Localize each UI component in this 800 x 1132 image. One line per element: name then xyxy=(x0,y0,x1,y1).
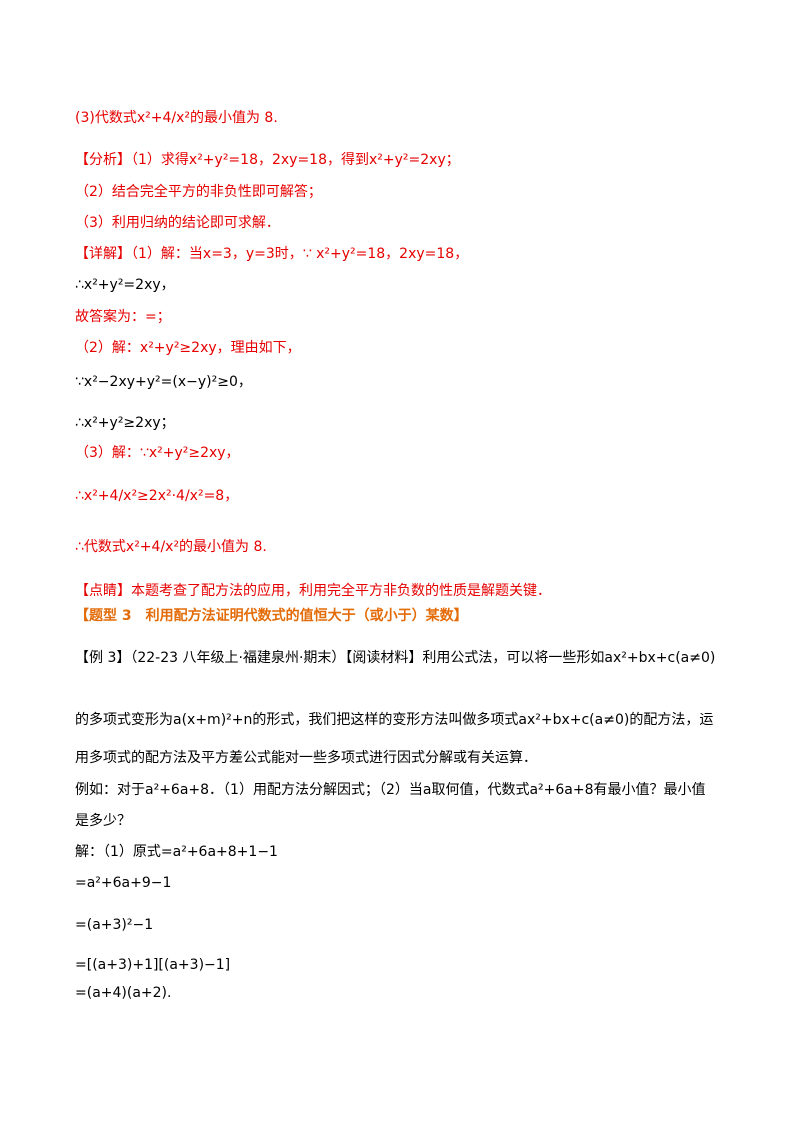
text-line: 【例 3】（22-23 八年级上·福建泉州·期末）【阅读材料】利用公式法，可以将… xyxy=(75,650,716,666)
text-line: （2）解：x²+y²≥2xy，理由如下， xyxy=(75,340,301,356)
text-line: ∴x²+y²≥2xy； xyxy=(75,415,175,431)
text-line: ∴代数式x²+4/x²的最小值为 8. xyxy=(75,539,267,555)
text-line: （3）利用归纳的结论即可求解． xyxy=(75,215,280,231)
text-line: =(a+3)²−1 xyxy=(75,917,154,933)
text-line: （2）结合完全平方的非负性即可解答； xyxy=(75,184,322,200)
text-line: ∵x²−2xy+y²=(x−y)²≥0， xyxy=(75,374,252,390)
text-line: =[(a+3)+1][(a+3)−1] xyxy=(75,957,231,973)
text-line: =a²+6a+9−1 xyxy=(75,875,172,891)
text-line: 【详解】（1）解：当x=3，y=3时，∵ x²+y²=18，2xy=18， xyxy=(75,246,469,262)
text-line: 故答案为：=； xyxy=(75,309,171,325)
text-line: ∴x²+y²=2xy， xyxy=(75,277,175,293)
text-line: （3）解：∵x²+y²≥2xy， xyxy=(75,445,240,461)
text-line: =(a+4)(a+2). xyxy=(75,985,172,1001)
text-line: 解：（1）原式=a²+6a+8+1−1 xyxy=(75,844,278,860)
text-line: 【分析】（1）求得x²+y²=18，2xy=18，得到x²+y²=2xy； xyxy=(75,152,460,168)
text-line: ∴x²+4/x²≥2x²·4/x²=8， xyxy=(75,488,239,504)
text-line: 【点睛】本题考查了配方法的应用，利用完全平方非负数的性质是解题关键． xyxy=(75,583,551,599)
text-line: 是多少？ xyxy=(75,813,131,829)
text-line: 用多项式的配方法及平方差公式能对一些多项式进行因式分解或有关运算． xyxy=(75,750,537,766)
text-line: 例如：对于a²+6a+8．（1）用配方法分解因式；（2）当a取何值，代数式a²+… xyxy=(75,782,706,798)
text-line: 的多项式变形为a(x+m)²+n的形式，我们把这样的变形方法叫做多项式ax²+b… xyxy=(75,712,714,728)
text-line: 【题型 3 利用配方法证明代数式的值恒大于（或小于）某数】 xyxy=(75,608,468,624)
text-line: (3)代数式x²+4/x²的最小值为 8. xyxy=(75,110,278,126)
